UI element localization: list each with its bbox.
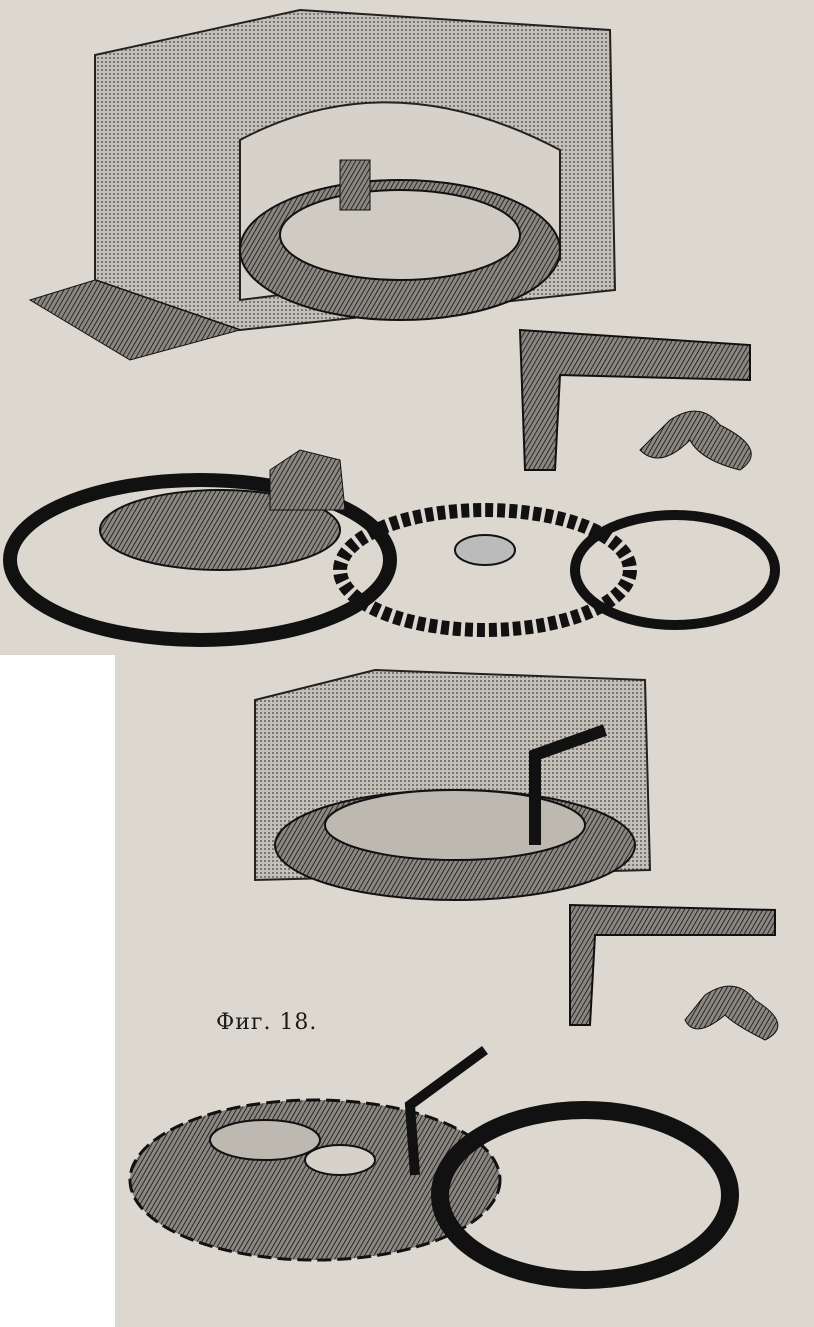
wing-plate-ring <box>3 473 397 647</box>
mechanism-top-illustration <box>3 8 780 647</box>
mechanism-bottom-illustration <box>128 668 779 1289</box>
clamp-bracket <box>518 328 751 471</box>
crank-handle <box>529 724 608 845</box>
figure-caption: Фиг. 18. <box>216 1010 318 1035</box>
engraving-top-assembled-mechanism <box>0 0 814 655</box>
flat-ring <box>431 1101 739 1289</box>
outer-ring <box>570 510 780 630</box>
cog-wheel <box>333 503 637 637</box>
clamp-bracket <box>569 903 776 1026</box>
engraving-bottom-mechanism <box>115 655 814 1327</box>
